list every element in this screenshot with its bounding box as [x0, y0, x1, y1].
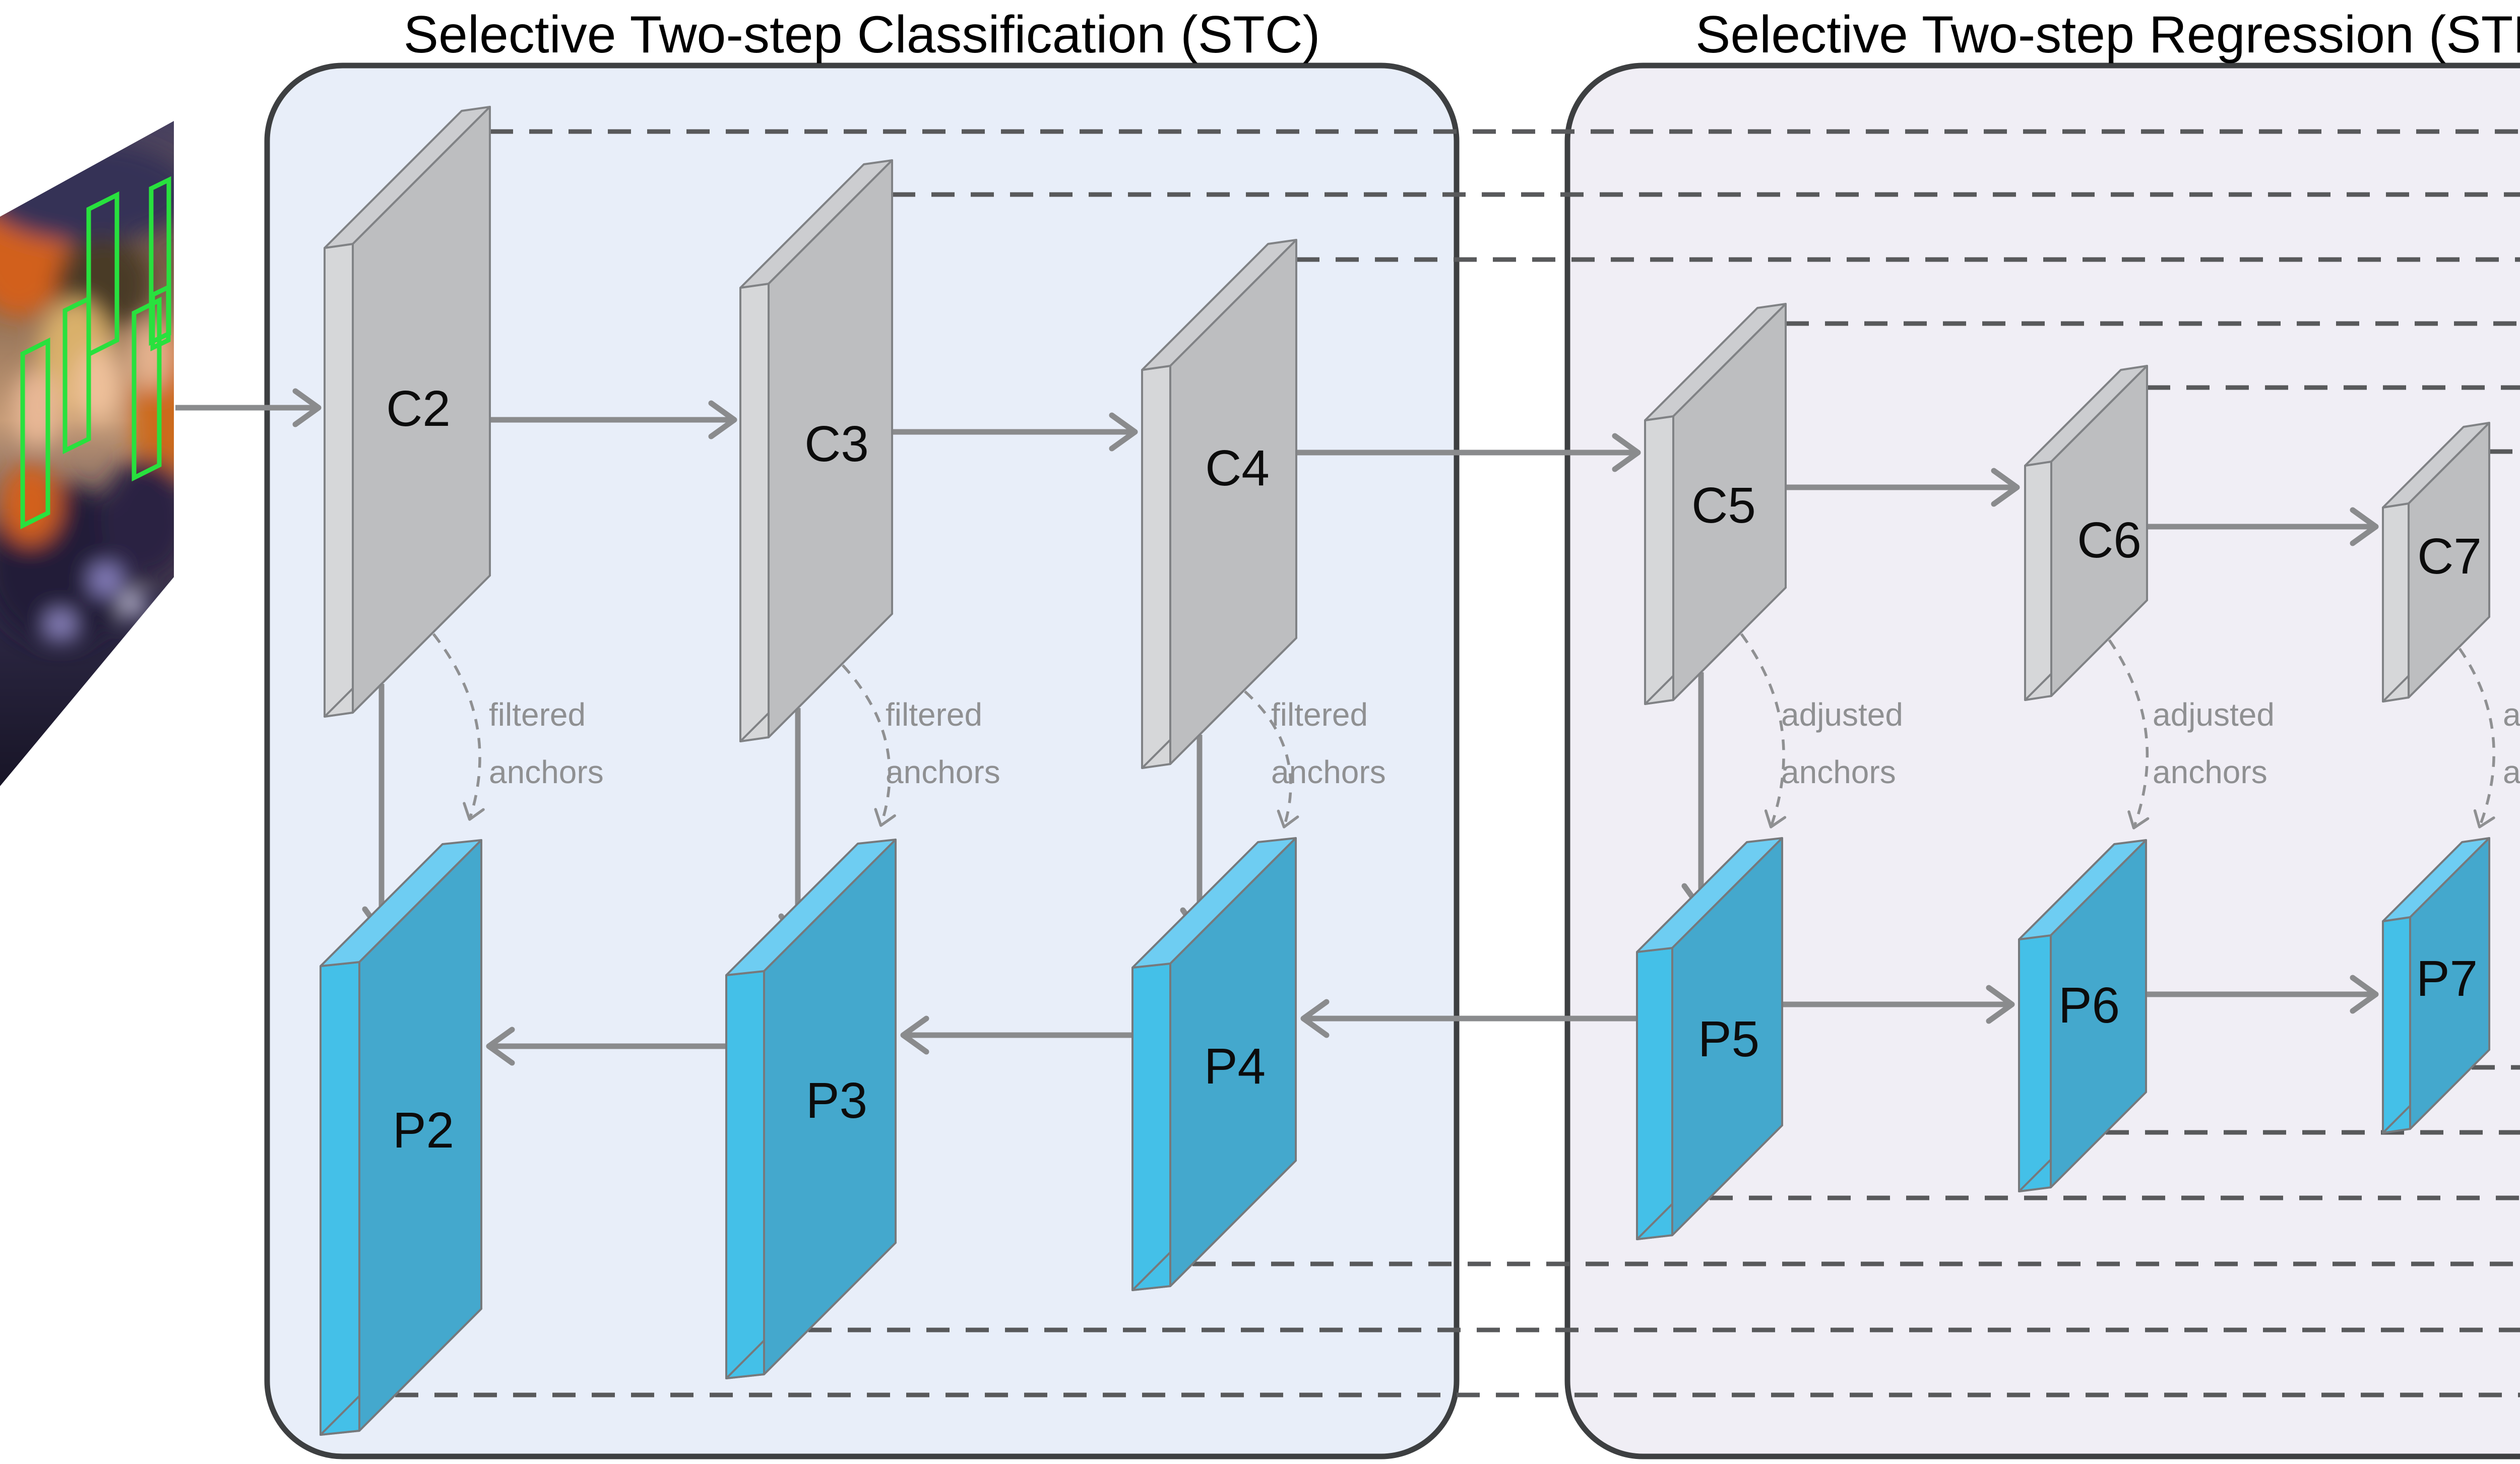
block-c6: C6 [2024, 365, 2148, 701]
block-label-c4: C4 [1205, 440, 1270, 496]
stc-title: Selective Two-step Classification (STC) [404, 6, 1320, 64]
input-image [0, 121, 174, 786]
block-label-p4: P4 [1204, 1038, 1266, 1095]
annotation-line: adjusted [2153, 696, 2275, 733]
str-panel [1564, 62, 2520, 1459]
block-c7: C7 [2382, 422, 2490, 703]
block-c3: C3 [739, 159, 893, 742]
block-label-c7: C7 [2417, 528, 2482, 585]
annotation-filtered-anchors-c2: filtered anchors [489, 696, 604, 790]
str-title: Selective Two-step Regression (STR) [1695, 6, 2520, 64]
face-box [150, 283, 171, 352]
block-label-c2: C2 [386, 380, 451, 437]
curve-c3-p3 [841, 664, 896, 827]
block-label-c3: C3 [804, 416, 869, 472]
annotation-line: filtered [886, 696, 982, 733]
anchor-curves [432, 633, 2495, 830]
block-p2: P2 [320, 839, 482, 1436]
block-c2: C2 [324, 106, 491, 718]
curve-c6-p6 [2108, 639, 2150, 830]
block-p4: P4 [1131, 837, 1297, 1291]
block-p7: P7 [2382, 837, 2490, 1134]
annotation-filtered-anchors-c4: filtered anchors [1271, 696, 1386, 790]
curve-c5-p5 [1740, 633, 1787, 829]
block-c5: C5 [1644, 303, 1787, 705]
annotation-line: adjusted [2503, 696, 2520, 733]
annotation-line: filtered [1271, 696, 1368, 733]
curve-c2-p2 [432, 633, 485, 821]
annotation-adjusted-anchors-c7: adjusted anchors [2503, 696, 2520, 790]
annotation-line: anchors [886, 754, 1000, 790]
face-box [62, 295, 91, 455]
block-p3: P3 [725, 839, 897, 1379]
curve-c7-p7 [2458, 648, 2495, 829]
annotation-line: adjusted [1781, 696, 1903, 733]
annotation-line: filtered [489, 696, 586, 733]
annotation-adjusted-anchors-c6: adjusted anchors [2153, 696, 2275, 790]
face-detection-boxes [20, 176, 171, 530]
block-c4: C4 [1141, 239, 1297, 769]
curve-c4-p4 [1244, 690, 1299, 829]
block-label-p2: P2 [393, 1102, 454, 1159]
block-label-p6: P6 [2058, 977, 2120, 1034]
annotation-line: anchors [1781, 754, 1896, 790]
block-label-c5: C5 [1691, 477, 1756, 534]
annotation-line: anchors [489, 754, 604, 790]
annotation-line: anchors [2153, 754, 2267, 790]
block-label-p3: P3 [806, 1072, 867, 1129]
annotation-adjusted-anchors-c5: adjusted anchors [1781, 696, 1903, 790]
block-label-p5: P5 [1698, 1011, 1759, 1067]
block-p6: P6 [2018, 839, 2147, 1192]
block-label-p7: P7 [2416, 950, 2478, 1007]
annotation-line: anchors [2503, 754, 2520, 790]
dashed-feature-lines [395, 129, 2520, 1397]
annotation-line: anchors [1271, 754, 1386, 790]
face-box [20, 337, 50, 530]
block-p5: P5 [1636, 837, 1783, 1240]
annotation-filtered-anchors-c3: filtered anchors [886, 696, 1000, 790]
block-label-c6: C6 [2077, 512, 2141, 568]
